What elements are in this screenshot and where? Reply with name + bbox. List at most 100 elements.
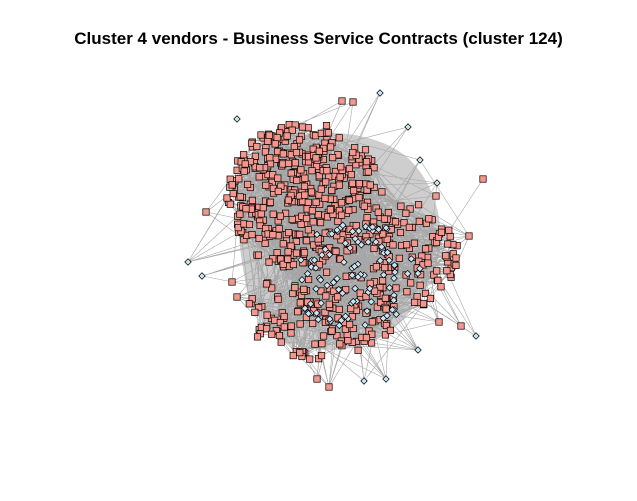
vendor-node — [352, 222, 360, 230]
vendor-node — [255, 234, 263, 243]
vendor-node — [235, 175, 243, 183]
contract-node — [407, 255, 416, 263]
vendor-node — [308, 207, 316, 215]
vendor-node — [350, 187, 358, 195]
vendor-node — [317, 287, 325, 295]
vendor-node — [345, 206, 353, 214]
vendor-node — [254, 251, 263, 259]
vendor-node — [292, 149, 301, 157]
vendor-node — [261, 239, 269, 247]
vendor-node — [479, 175, 487, 183]
contract-node — [310, 256, 319, 264]
vendor-node — [317, 185, 325, 193]
vendor-node — [308, 167, 316, 175]
vendor-node — [291, 159, 299, 167]
vendor-node — [377, 298, 385, 307]
vendor-node — [335, 305, 343, 313]
vendor-node — [236, 193, 244, 201]
vendor-node — [275, 225, 283, 233]
contract-node — [355, 227, 363, 235]
contract-node — [333, 226, 341, 234]
vendor-node — [304, 226, 312, 234]
vendor-node — [240, 151, 248, 159]
vendor-node — [334, 217, 342, 225]
vendor-node — [266, 198, 274, 206]
contract-node — [377, 243, 386, 251]
vendor-node — [309, 319, 317, 328]
vendor-node — [348, 179, 356, 187]
vendor-node — [347, 305, 355, 313]
contract-node — [312, 285, 320, 293]
vendor-node — [283, 132, 291, 140]
vendor-node — [341, 325, 349, 333]
contract-node — [341, 239, 350, 247]
vendor-node — [275, 331, 283, 340]
vendor-node — [287, 169, 295, 177]
contract-node — [414, 346, 422, 354]
vendor-node — [245, 300, 253, 308]
contract-node — [318, 251, 326, 259]
vendor-node — [256, 164, 264, 172]
vendor-node — [295, 136, 304, 144]
contract-node — [341, 312, 350, 320]
vendor-node — [410, 239, 419, 247]
contract-node — [388, 306, 397, 314]
contract-node — [403, 269, 412, 278]
vendor-node — [323, 167, 331, 175]
vendor-node — [248, 231, 256, 239]
contract-node — [350, 262, 359, 271]
vendor-node — [287, 242, 295, 250]
vendor-node — [345, 196, 353, 204]
contract-node — [392, 310, 400, 318]
vendor-node — [322, 178, 330, 186]
vendor-node — [332, 247, 340, 255]
vendor-node — [263, 325, 271, 333]
vendor-node — [253, 142, 261, 151]
contract-node — [374, 225, 383, 234]
vendor-node — [386, 326, 394, 334]
vendor-node — [317, 219, 325, 227]
vendor-node — [289, 352, 297, 360]
vendor-node — [265, 258, 273, 266]
vendor-node — [356, 289, 364, 297]
contract-node — [416, 156, 424, 164]
contract-node — [333, 274, 341, 283]
vendor-node — [415, 257, 423, 265]
contract-node — [301, 304, 309, 313]
vendor-node — [435, 318, 443, 326]
vendor-node — [400, 219, 408, 227]
vendor-node — [293, 176, 301, 185]
vendor-node — [374, 208, 382, 216]
contract-node — [391, 268, 399, 276]
vendor-node — [392, 284, 400, 292]
vendor-node — [382, 305, 390, 313]
vendor-node — [312, 198, 320, 206]
vendor-node — [305, 275, 313, 284]
vendor-node — [411, 298, 419, 306]
vendor-node — [296, 230, 304, 238]
vendor-node — [378, 188, 386, 196]
vendor-node — [263, 311, 271, 319]
vendor-node — [242, 205, 250, 213]
vendor-node — [465, 232, 473, 240]
contract-node — [329, 278, 338, 287]
vendor-node — [336, 340, 344, 348]
vendor-node — [335, 181, 343, 189]
vendor-node — [268, 330, 276, 338]
vendor-node — [253, 333, 262, 341]
contract-node — [298, 276, 306, 284]
vendor-node — [381, 294, 389, 302]
vendor-node — [382, 321, 390, 330]
contract-node — [313, 230, 321, 239]
vendor-node — [364, 168, 372, 176]
vendor-node — [318, 352, 326, 360]
vendor-node — [280, 323, 288, 331]
vendor-node — [360, 202, 368, 210]
vendor-node — [298, 123, 307, 131]
vendor-node — [312, 154, 320, 162]
contract-node — [404, 123, 412, 131]
vendor-node — [261, 148, 269, 156]
vendor-node — [292, 249, 301, 257]
vendor-node — [262, 181, 270, 189]
